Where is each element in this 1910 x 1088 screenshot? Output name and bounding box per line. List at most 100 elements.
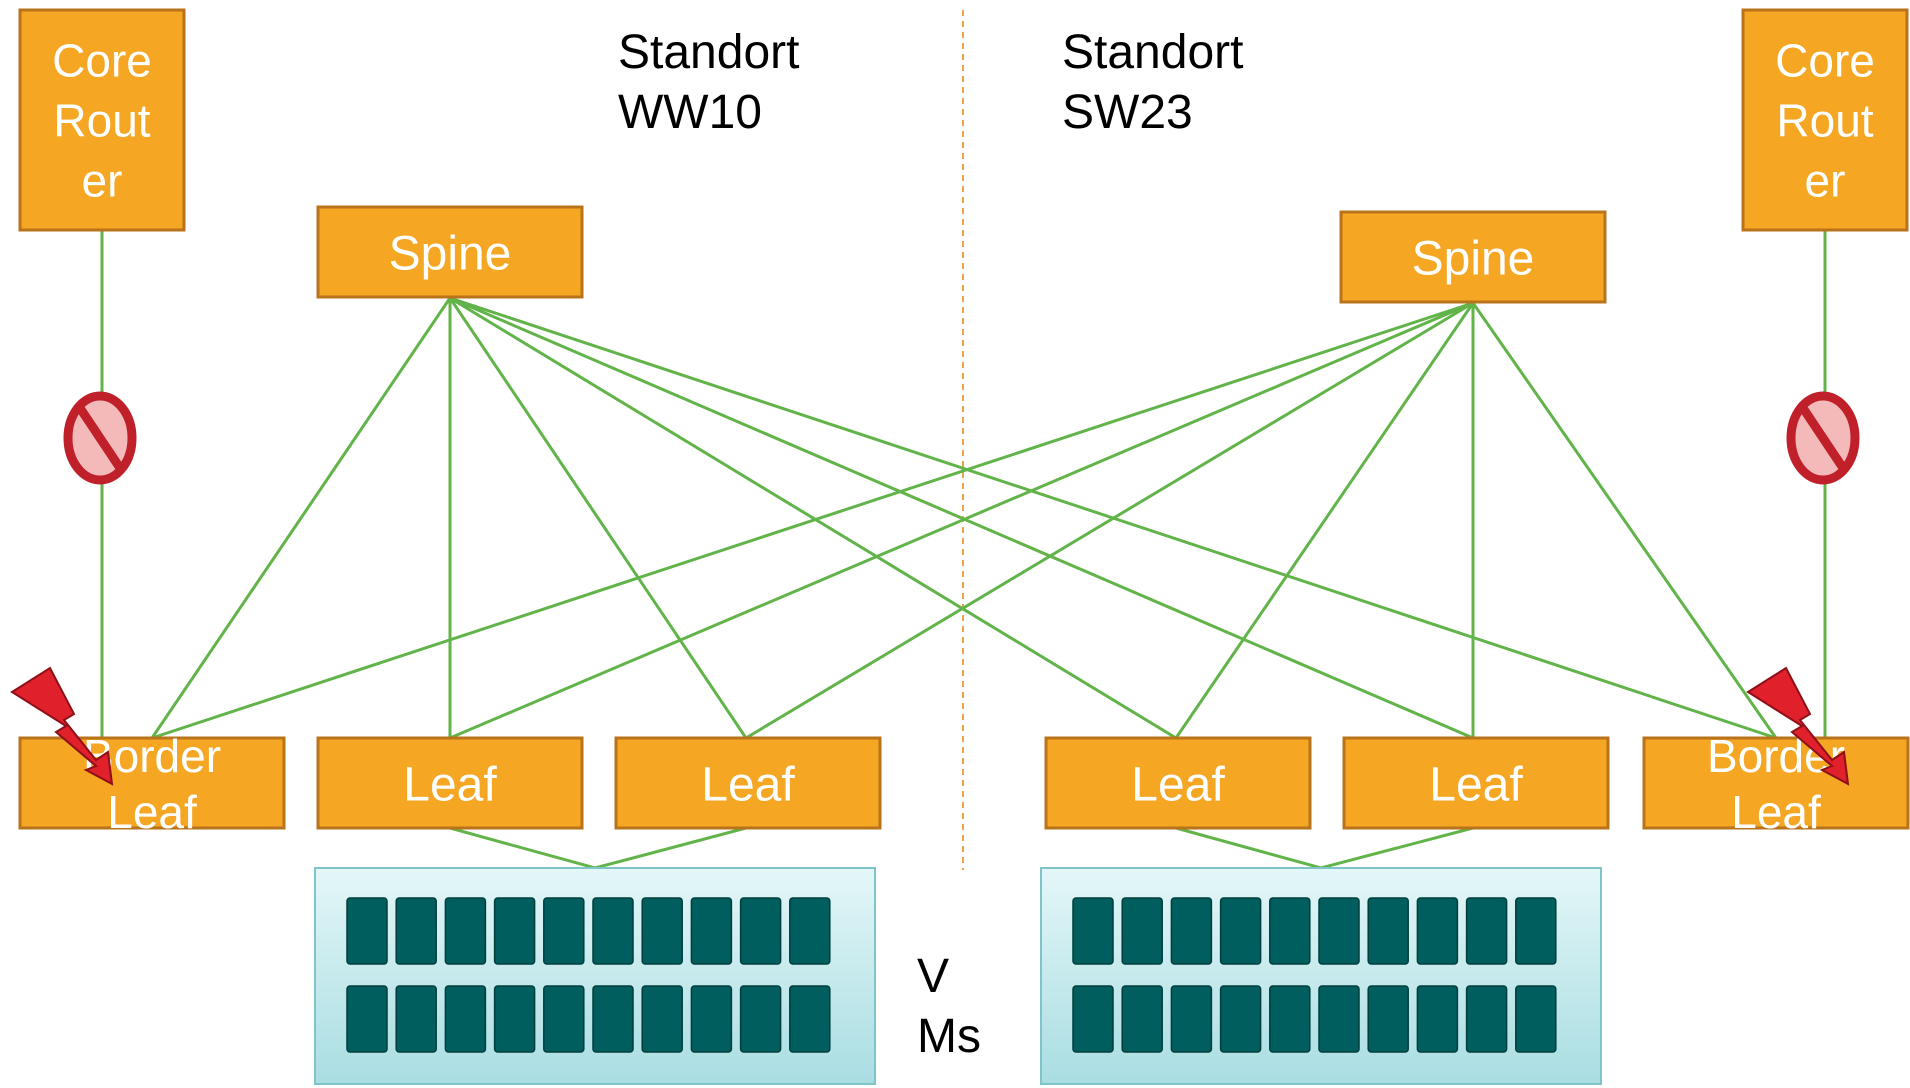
vm-block xyxy=(346,985,388,1053)
node-label-line: Spine xyxy=(389,227,512,280)
vm-racks xyxy=(314,867,1602,1085)
node-box xyxy=(1642,736,1910,830)
site-title-sw23-line1: Standort xyxy=(1062,26,1243,79)
node-box xyxy=(18,736,286,830)
vm-block xyxy=(1170,897,1213,965)
vm-block xyxy=(1318,985,1360,1053)
node-box xyxy=(1339,210,1607,304)
node-box xyxy=(614,736,882,830)
link-spineright-leaf_l2 xyxy=(745,301,1474,740)
node-label-line: Rout xyxy=(1776,95,1873,147)
vm-label-line1: V xyxy=(917,950,949,1003)
node-leaf-r2: Leaf xyxy=(1342,736,1610,830)
vm-block xyxy=(690,985,733,1053)
link-spineleft-leaf_l2 xyxy=(448,297,748,739)
link-leafs-rack-right xyxy=(1175,826,1474,870)
vm-block xyxy=(592,985,634,1053)
vm-block xyxy=(543,985,585,1053)
node-box xyxy=(18,8,186,232)
node-label-line: Leaf xyxy=(1731,786,1821,838)
vm-block xyxy=(1318,897,1360,965)
vm-block xyxy=(493,897,536,965)
vm-rack-right xyxy=(1040,867,1602,1085)
vm-block xyxy=(1219,897,1262,965)
link-spineleft-border_left xyxy=(150,297,452,739)
node-spine-left: Spine xyxy=(316,205,584,299)
vm-block xyxy=(346,897,388,965)
no-entry-icon xyxy=(1786,391,1860,485)
vm-block xyxy=(1269,897,1311,965)
vm-block xyxy=(493,985,536,1053)
vm-block xyxy=(592,897,634,965)
vm-block xyxy=(1416,985,1459,1053)
vm-block xyxy=(1072,985,1114,1053)
node-spine-right: Spine xyxy=(1339,210,1607,304)
site-title-sw23-line2: SW23 xyxy=(1062,86,1193,139)
link-spineright-leaf_l1 xyxy=(449,301,1474,740)
vm-block xyxy=(1465,897,1508,965)
vm-block xyxy=(543,897,585,965)
vm-block xyxy=(1170,985,1213,1053)
node-label-line: Leaf xyxy=(1131,758,1225,811)
node-label-line: er xyxy=(82,155,123,207)
node-label-line: Rout xyxy=(53,95,150,147)
vm-block xyxy=(444,897,487,965)
vm-block xyxy=(641,985,683,1053)
vm-block xyxy=(395,897,437,965)
node-leaf-r1: Leaf xyxy=(1044,736,1312,830)
vm-block xyxy=(1121,897,1163,965)
vm-block xyxy=(444,985,487,1053)
link-spineright-border_left xyxy=(151,301,1474,740)
link-spineleft-leaf_r1 xyxy=(449,296,1177,740)
vm-block xyxy=(739,897,782,965)
vm-block xyxy=(1367,985,1409,1053)
vm-block xyxy=(641,897,683,965)
vm-block xyxy=(739,985,782,1053)
vm-block xyxy=(1219,985,1262,1053)
node-label-line: Spine xyxy=(1412,232,1535,285)
node-label-line: Leaf xyxy=(403,758,497,811)
vm-label-line2: Ms xyxy=(917,1010,981,1063)
node-label-line: Core xyxy=(1775,35,1875,87)
icon-group xyxy=(10,391,1860,786)
node-leaf-l2: Leaf xyxy=(614,736,882,830)
node-label-line: Core xyxy=(52,35,152,87)
vm-block xyxy=(1367,897,1409,965)
node-box xyxy=(316,205,584,299)
lightning-bolt-icon xyxy=(1746,666,1850,786)
vm-block xyxy=(789,897,831,965)
node-box xyxy=(1741,8,1909,232)
node-box xyxy=(1044,736,1312,830)
node-box xyxy=(1342,736,1610,830)
node-label-line: Leaf xyxy=(107,786,197,838)
vm-block xyxy=(1465,985,1508,1053)
node-leaf-l1: Leaf xyxy=(316,736,584,830)
link-leafs-rack-left xyxy=(449,826,747,870)
vm-block xyxy=(395,985,437,1053)
link-spineright-leaf_r1 xyxy=(1174,302,1475,739)
node-box xyxy=(316,736,584,830)
vm-rack-left xyxy=(314,867,876,1085)
node-label-line: Leaf xyxy=(701,758,795,811)
node-label-line: Leaf xyxy=(1429,758,1523,811)
site-title-ww10-line2: WW10 xyxy=(618,86,762,139)
link-spineleft-leaf_r2 xyxy=(449,296,1474,740)
lightning-bolt-icon xyxy=(10,666,114,786)
vm-block xyxy=(789,985,831,1053)
vm-block xyxy=(1515,985,1557,1053)
vm-block xyxy=(690,897,733,965)
site-title-ww10-line1: Standort xyxy=(618,26,799,79)
vm-block xyxy=(1121,985,1163,1053)
vm-block xyxy=(1072,897,1114,965)
vm-block xyxy=(1515,897,1557,965)
vm-block xyxy=(1416,897,1459,965)
link-spineright-border_right xyxy=(1471,302,1778,739)
vm-block xyxy=(1269,985,1311,1053)
